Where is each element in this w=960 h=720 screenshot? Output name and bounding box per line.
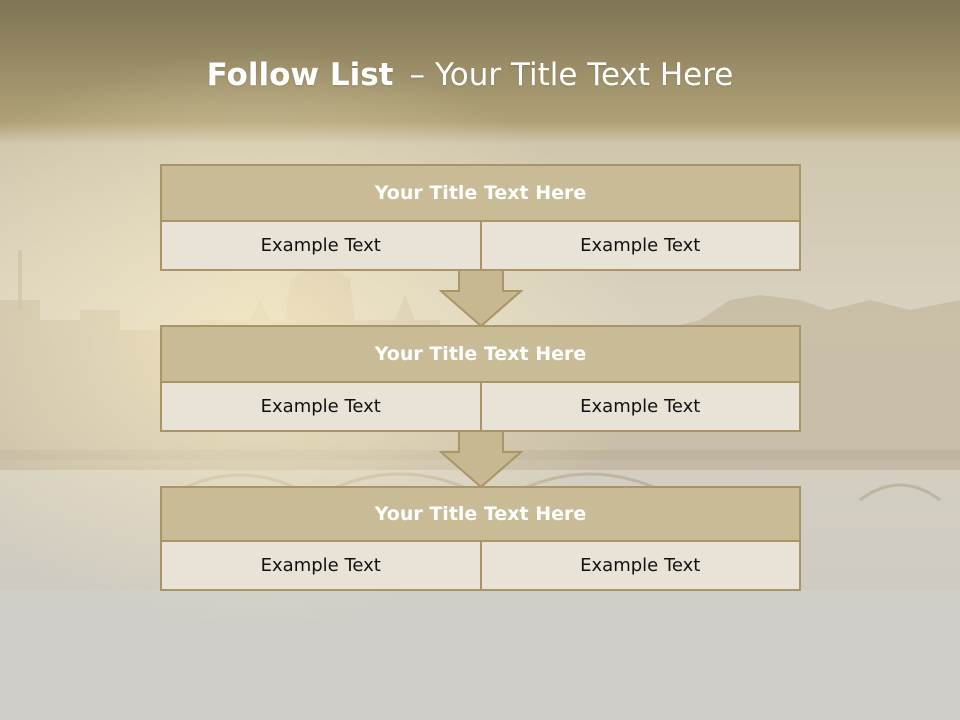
step-title: Your Title Text Here [160,486,801,542]
title-bold: Follow List [206,57,394,93]
step-left-text: Example Text [160,542,482,591]
down-arrow-icon [439,430,523,488]
step-block-1: Your Title Text Here Example Text Exampl… [160,164,801,271]
step-block-3: Your Title Text Here Example Text Exampl… [160,486,801,591]
step-left-text: Example Text [160,222,482,271]
title-rest: Your Title Text Here [434,57,734,93]
step-right-text: Example Text [481,222,801,271]
step-title: Your Title Text Here [160,164,801,222]
title-dash: – [409,57,425,93]
down-arrow-icon [439,269,523,327]
step-title: Your Title Text Here [160,325,801,383]
step-right-text: Example Text [481,542,801,591]
slide-title: Follow List–Your Title Text Here [0,50,940,100]
step-right-text: Example Text [481,383,801,432]
step-block-2: Your Title Text Here Example Text Exampl… [160,325,801,432]
step-left-text: Example Text [160,383,482,432]
